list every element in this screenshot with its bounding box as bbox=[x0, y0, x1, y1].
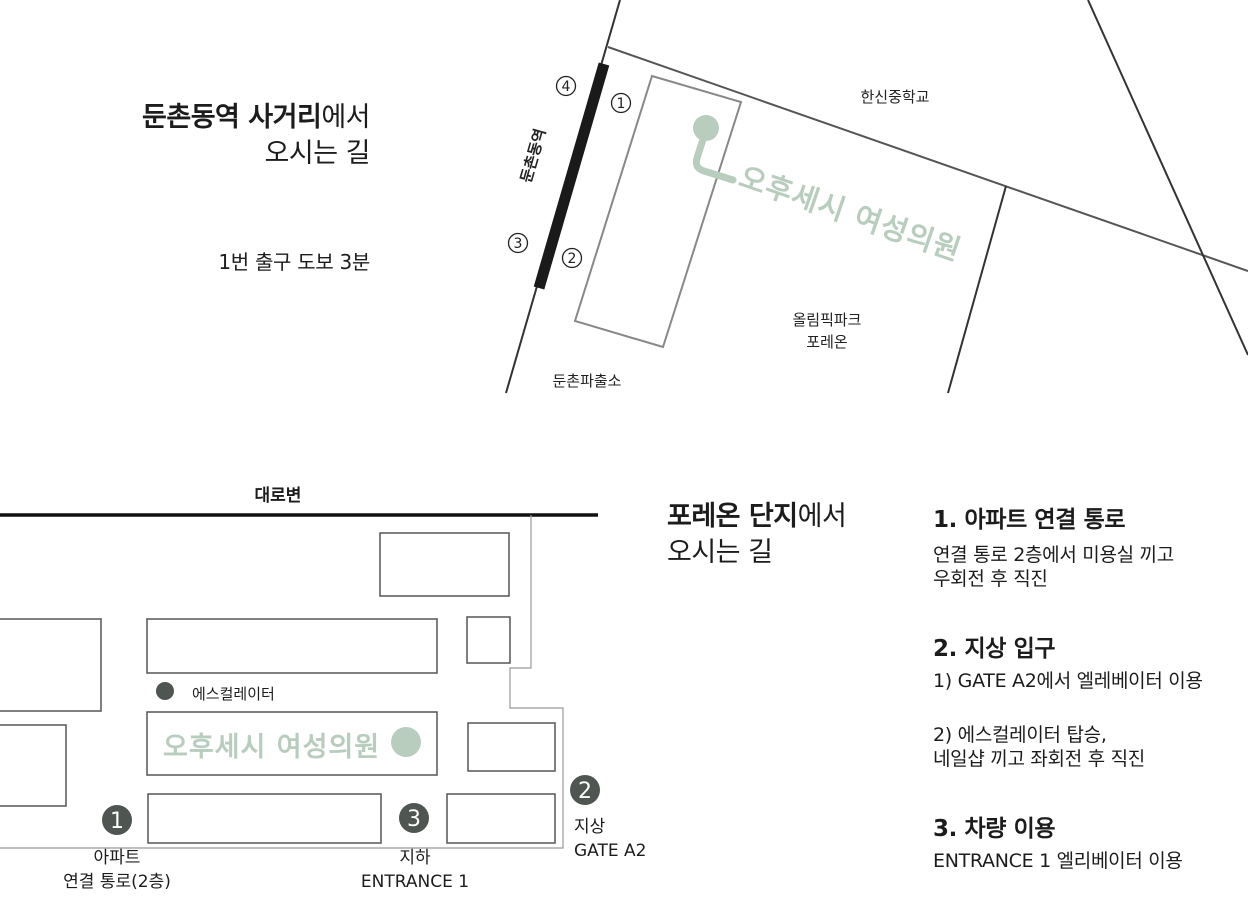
bottom-heading-regular: 에서 bbox=[797, 501, 847, 532]
marker-3: 3 bbox=[399, 803, 429, 833]
marker-2-caption-line2: GATE A2 bbox=[574, 841, 647, 861]
route-1-line1: 연결 통로 2층에서 미용실 끼고 bbox=[933, 544, 1174, 566]
marker-1-caption-line1: 아파트 bbox=[93, 848, 141, 868]
clinic-pin-top bbox=[693, 115, 719, 141]
marker-2: 2 bbox=[570, 775, 600, 805]
exit-1-label: 1 bbox=[617, 96, 626, 112]
marker-1-caption-line2: 연결 통로(2층) bbox=[63, 872, 171, 892]
exit-2-marker: 2 bbox=[561, 247, 583, 269]
marker-2-caption-line1: 지상 bbox=[574, 817, 606, 837]
road-school-line bbox=[607, 46, 1248, 272]
route-1-line2: 우회전 후 직진 bbox=[933, 568, 1048, 590]
top-heading-line2: 오시는 길 bbox=[264, 138, 371, 169]
bottom-heading-line2: 오시는 길 bbox=[667, 537, 773, 568]
top-location-map: 4 1 3 2 둔촌동역 오후세시 여성의원 한신중학교 올림픽파크 포레온 둔… bbox=[505, 0, 1248, 394]
apartment-label-line2: 포레온 bbox=[806, 333, 847, 351]
route-3-line1: ENTRANCE 1 엘리베이터 이용 bbox=[933, 850, 1183, 872]
marker-2-caption: 지상 GATE A2 bbox=[574, 815, 646, 863]
police-station-label: 둔촌파출소 bbox=[552, 372, 621, 390]
marker-3-caption-line1: 지하 bbox=[399, 848, 431, 868]
route-2-line4: 네일샵 끼고 좌회전 후 직진 bbox=[933, 748, 1145, 770]
apartment-label-line1: 올림픽파크 bbox=[792, 311, 861, 329]
route-3: 3. 차량 이용 ENTRANCE 1 엘리베이터 이용 bbox=[933, 809, 1245, 873]
marker-3-caption-line2: ENTRANCE 1 bbox=[360, 872, 470, 892]
route-1: 1. 아파트 연결 통로 연결 통로 2층에서 미용실 끼고 우회전 후 직진 bbox=[933, 500, 1245, 591]
building-left-upper bbox=[0, 618, 102, 712]
top-heading-regular: 에서 bbox=[321, 102, 370, 133]
route-2-title: 2. 지상 입구 bbox=[933, 636, 1056, 662]
clinic-building bbox=[146, 711, 438, 776]
marker-1-caption: 아파트 연결 통로(2층) bbox=[52, 846, 182, 894]
marker-1: 1 bbox=[102, 805, 132, 835]
top-heading-bold: 둔촌동역 사거리 bbox=[142, 102, 322, 133]
clinic-name-top: 오후세시 여성의원 bbox=[735, 160, 966, 268]
clinic-name-bottom: 오후세시 여성의원 bbox=[163, 732, 381, 763]
school-label: 한신중학교 bbox=[860, 88, 929, 106]
station-platform bbox=[533, 62, 610, 290]
building-left-lower bbox=[0, 724, 67, 807]
route-3-title: 3. 차량 이용 bbox=[933, 816, 1056, 842]
route-list: 1. 아파트 연결 통로 연결 통로 2층에서 미용실 끼고 우회전 후 직진 … bbox=[933, 500, 1245, 873]
building-top-right bbox=[379, 532, 510, 597]
exit-2-label: 2 bbox=[568, 251, 577, 267]
route-2-line3: 2) 에스컬레이터 탑승, bbox=[933, 724, 1107, 746]
clinic-route-path bbox=[692, 126, 737, 184]
site-boundary bbox=[0, 515, 564, 849]
marker-3-caption: 지하 ENTRANCE 1 bbox=[345, 846, 485, 894]
exit-4-marker: 4 bbox=[555, 75, 577, 97]
road-label: 대로변 bbox=[254, 486, 302, 506]
exit-4-label: 4 bbox=[562, 79, 571, 95]
marker-3-number: 3 bbox=[407, 807, 421, 832]
route-2: 2. 지상 입구 1) GATE A2에서 엘레베이터 이용 2) 에스컬레이터… bbox=[933, 629, 1245, 771]
escalator-dot bbox=[156, 682, 174, 700]
top-heading: 둔촌동역 사거리에서 오시는 길 bbox=[142, 100, 370, 172]
walk-time-note: 1번 출구 도보 3분 bbox=[218, 250, 370, 274]
route-1-title: 1. 아파트 연결 통로 bbox=[933, 507, 1126, 533]
building-center-lower bbox=[147, 793, 382, 844]
bottom-floor-map: 1 3 2 bbox=[0, 513, 600, 849]
route-2-line1: 1) GATE A2에서 엘레베이터 이용 bbox=[933, 670, 1203, 692]
bottom-heading: 포레온 단지에서 오시는 길 bbox=[667, 499, 847, 571]
road-right-line bbox=[947, 185, 1007, 394]
exit-3-label: 3 bbox=[514, 236, 523, 252]
apartment-block-outline bbox=[573, 74, 743, 349]
clinic-pin-bottom bbox=[391, 727, 421, 757]
exit-3-marker: 3 bbox=[507, 232, 529, 254]
building-right-mid bbox=[467, 722, 556, 772]
marker-2-number: 2 bbox=[578, 779, 592, 804]
building-small-square bbox=[466, 616, 511, 664]
marker-1-number: 1 bbox=[110, 809, 124, 834]
building-center-upper bbox=[146, 618, 438, 674]
exit-1-marker: 1 bbox=[610, 92, 632, 114]
bottom-heading-bold: 포레온 단지 bbox=[667, 501, 798, 532]
building-right-lower bbox=[446, 793, 556, 844]
road-far-right-line bbox=[1087, 0, 1248, 356]
escalator-label: 에스컬레이터 bbox=[192, 685, 275, 703]
